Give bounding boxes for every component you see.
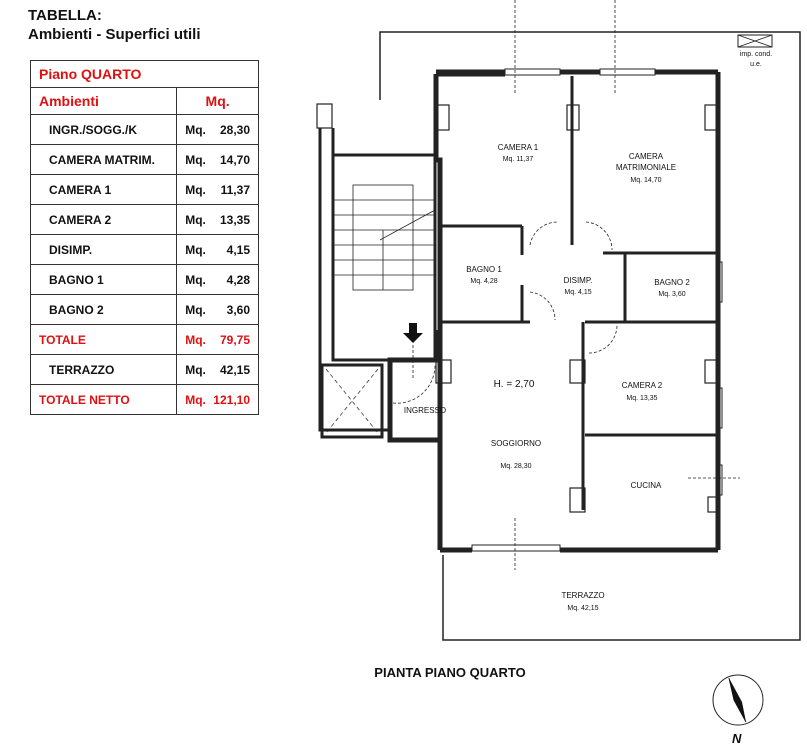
area-number: 13,35 <box>219 212 250 227</box>
area-value: Mq. 11,37 <box>176 174 259 205</box>
area-number: 42,15 <box>219 362 250 377</box>
area-number: 11,37 <box>220 182 250 197</box>
area-value: Mq. 13,35 <box>176 204 259 235</box>
table-row: BAGNO 1 Mq.4,28 <box>29 264 259 295</box>
table-row: CAMERA MATRIM. Mq. 14,70 <box>29 144 259 175</box>
north-compass-icon: N <box>712 674 764 746</box>
area-camera1: Mq. 11,37 <box>503 156 534 163</box>
area-value: Mq. 42,15 <box>176 354 259 385</box>
ceiling-height: H. = 2,70 <box>494 379 535 390</box>
area-matrimoniale: Mq. 14,70 <box>630 177 661 184</box>
heading-line-1: TABELLA: <box>28 7 102 24</box>
ac-label: imp. cond. <box>740 51 772 58</box>
stairwell <box>318 128 437 432</box>
room-matrimoniale-2: MATRIMONIALE <box>616 163 676 172</box>
room-bagno1: BAGNO 1 <box>466 265 502 274</box>
room-name: CAMERA MATRIM. <box>29 144 178 175</box>
area-value: Mq. 14,70 <box>176 144 259 175</box>
area-unit: Mq. <box>185 242 206 257</box>
surface-table: Piano QUARTO Ambienti Mq. INGR./SOGG./K … <box>29 60 259 415</box>
area-disimp: Mq. 4,15 <box>564 289 591 296</box>
area-number: 28,30 <box>219 122 250 137</box>
outer-wall <box>387 74 443 443</box>
area-unit: Mq. <box>185 122 206 137</box>
room-ingresso: INGRESSO <box>404 406 446 415</box>
area-unit: Mq. <box>185 182 206 197</box>
table-row: CAMERA 2 Mq.13,35 <box>29 204 259 235</box>
area-bagno1: Mq. 4,28 <box>470 278 497 285</box>
terrace-boundary <box>379 31 801 641</box>
elevator-shaft <box>320 363 384 439</box>
ac-unit-box <box>737 34 773 48</box>
area-number: 3,60 <box>226 302 250 317</box>
room-camera1: CAMERA 1 <box>498 143 539 152</box>
room-disimp: DISIMP. <box>564 276 593 285</box>
area-unit: Mq. <box>185 212 206 227</box>
window <box>715 387 723 429</box>
area-bagno2: Mq. 3,60 <box>658 291 685 298</box>
area-unit: Mq. <box>185 152 206 167</box>
room-cucina: CUCINA <box>631 481 662 490</box>
window <box>715 464 723 496</box>
room-name: INGR./SOGG./K <box>29 114 178 145</box>
net-total-row: TOTALE NETTO Mq. 121,10 <box>29 384 259 415</box>
col-area: Mq. <box>176 87 259 115</box>
area-value: Mq. 121,10 <box>176 384 259 415</box>
table-heading: TABELLA: Ambienti - Superfici utili <box>28 6 201 44</box>
window <box>504 68 561 76</box>
area-terrazzo: Mq. 42,15 <box>567 605 598 612</box>
area-value: Mq. 3,60 <box>176 294 259 325</box>
area-number: 4,28 <box>226 272 250 287</box>
room-terrazzo: TERRAZZO <box>561 591 604 600</box>
window <box>715 261 723 303</box>
table-row: BAGNO 2 Mq.3,60 <box>29 294 259 325</box>
area-unit: Mq. <box>185 362 206 377</box>
table-row: INGR./SOGG./K Mq. 28,30 <box>29 114 259 145</box>
ac-label-2: u.e. <box>750 61 762 68</box>
area-soggiorno: Mq. 28,30 <box>500 463 531 470</box>
room-name: TOTALE NETTO <box>29 384 178 415</box>
area-value: Mq. 4,28 <box>176 264 259 295</box>
area-number: 121,10 <box>213 392 250 407</box>
area-number: 14,70 <box>219 152 250 167</box>
area-camera2: Mq. 13,35 <box>626 395 657 402</box>
area-unit: Mq. <box>185 302 206 317</box>
room-bagno2: BAGNO 2 <box>654 278 690 287</box>
window <box>471 544 561 552</box>
room-name: TOTALE <box>29 324 178 355</box>
north-label: N <box>732 731 742 746</box>
entrance-arrow-icon <box>403 323 423 343</box>
room-camera2: CAMERA 2 <box>622 381 663 390</box>
room-soggiorno: SOGGIORNO <box>491 439 541 448</box>
total-row: TOTALE Mq. 79,75 <box>29 324 259 355</box>
area-value: Mq. 28,30 <box>176 114 259 145</box>
area-unit: Mq. <box>185 272 206 287</box>
area-number: 79,75 <box>219 332 250 347</box>
room-matrimoniale: CAMERA <box>629 152 664 161</box>
floor-label: Piano QUARTO <box>30 60 259 88</box>
area-unit: Mq. <box>185 332 206 347</box>
area-number: 4,15 <box>226 242 250 257</box>
area-value: Mq. 79,75 <box>176 324 259 355</box>
window <box>599 68 656 76</box>
heading-line-2: Ambienti - Superfici utili <box>28 26 201 43</box>
area-unit: Mq. <box>185 392 206 407</box>
plan-title: PIANTA PIANO QUARTO <box>374 665 526 680</box>
